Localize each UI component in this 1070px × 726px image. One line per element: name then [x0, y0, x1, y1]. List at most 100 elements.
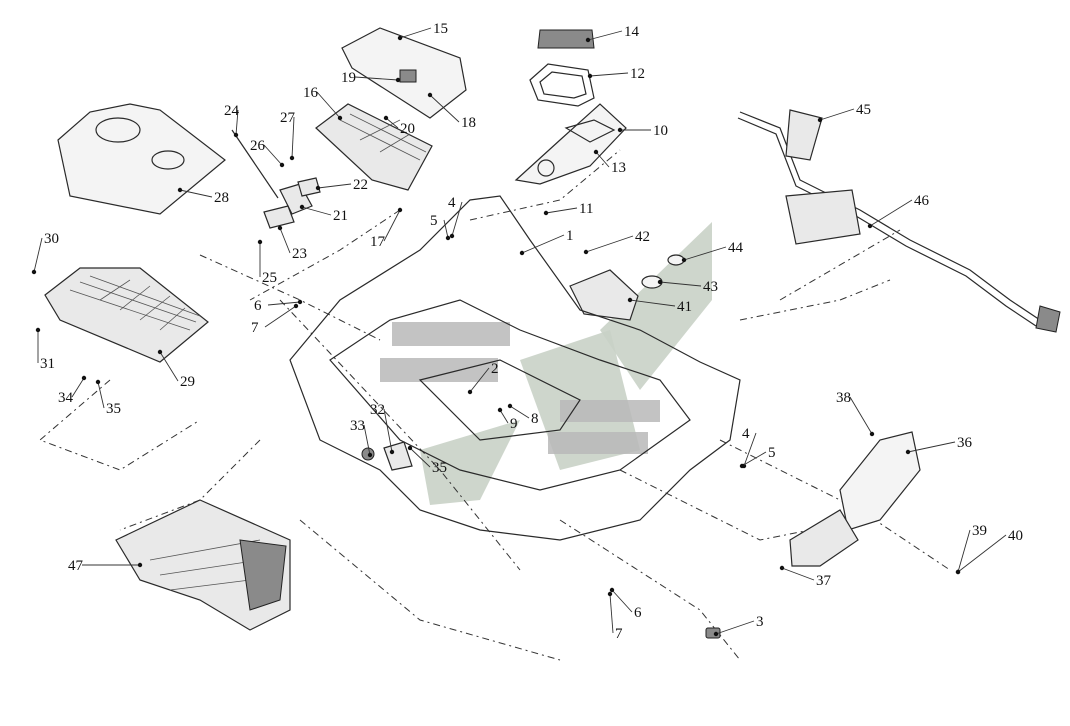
- callout-c17: 17: [370, 207, 403, 250]
- leader-line: [263, 144, 283, 166]
- leader-line: [585, 235, 634, 253]
- callout-c37: 37: [779, 565, 832, 589]
- fastener-dot: [657, 279, 663, 285]
- callout-label: 8: [531, 411, 539, 427]
- fastener-dot: [587, 73, 593, 79]
- leader-line: [429, 94, 460, 123]
- part-12-frame: [529, 63, 595, 107]
- leader-line: [97, 381, 105, 409]
- callout-c27: 27: [280, 110, 296, 161]
- leader-line: [611, 589, 633, 613]
- callout-label: 24: [224, 103, 240, 119]
- fastener-dot: [449, 233, 455, 239]
- callout-label: 45: [856, 102, 871, 118]
- callout-c30: 30: [31, 231, 59, 275]
- callout-c26: 26: [250, 138, 285, 168]
- callout-c38: 38: [836, 390, 875, 437]
- part-16-tray: [315, 103, 433, 191]
- fastener-dot: [955, 569, 961, 575]
- callout-label: 12: [630, 66, 645, 82]
- callout-label: 31: [40, 356, 55, 372]
- fastener-dot: [905, 449, 911, 455]
- callout-c5b: 5: [739, 445, 776, 469]
- callout-c7a: 7: [251, 303, 299, 336]
- fastener-dot: [583, 249, 589, 255]
- leader-line: [509, 405, 530, 419]
- callout-c40: 40: [955, 528, 1023, 575]
- leader-line: [301, 206, 332, 216]
- part-21-bracket: [231, 129, 321, 229]
- callout-c7b: 7: [607, 591, 623, 642]
- leader-line: [819, 108, 855, 121]
- callout-label: 5: [430, 213, 438, 229]
- callout-c33: 33: [350, 418, 373, 458]
- leader-line: [316, 91, 341, 119]
- callout-label: 30: [44, 231, 59, 247]
- callout-c32: 32: [370, 402, 395, 455]
- callout-label: 29: [180, 374, 195, 390]
- callout-label: 5: [768, 445, 776, 461]
- fastener-dot: [395, 77, 401, 83]
- fastener-dot: [867, 223, 873, 229]
- callout-label: 6: [634, 605, 642, 621]
- callout-label: 36: [957, 435, 973, 451]
- callout-c5a: 5: [430, 213, 451, 241]
- callout-label: 21: [333, 208, 348, 224]
- callout-label: 47: [68, 558, 84, 574]
- callout-label: 27: [280, 110, 296, 126]
- part-28-rear-cover: [57, 103, 226, 215]
- callout-label: 17: [370, 234, 386, 250]
- callout-label: 16: [303, 85, 319, 101]
- leader-line: [743, 432, 757, 467]
- leader-line: [957, 529, 971, 573]
- callout-label: 10: [653, 123, 668, 139]
- callout-label: 38: [836, 390, 851, 406]
- callout-c15: 15: [397, 21, 448, 41]
- callout-label: 7: [251, 320, 259, 336]
- part-29-tray: [44, 267, 209, 363]
- callout-c45: 45: [817, 102, 871, 123]
- fastener-dot: [817, 117, 823, 123]
- fastener-dot: [35, 327, 41, 333]
- leader-line: [659, 281, 702, 287]
- fastener-dot: [397, 207, 403, 213]
- part-14-boot: [537, 29, 595, 49]
- fastener-dot: [519, 250, 525, 256]
- watermark-logo: [380, 222, 712, 505]
- callout-c6a: 6: [254, 298, 303, 314]
- callout-c1: 1: [519, 228, 574, 256]
- leader-line: [159, 351, 179, 382]
- fastener-dot: [277, 225, 283, 231]
- leader-line: [71, 377, 85, 398]
- fastener-dot: [383, 115, 389, 121]
- leader-line: [849, 396, 873, 435]
- leader-line: [469, 367, 490, 393]
- fastener-dot: [407, 445, 413, 451]
- fastener-dot: [177, 187, 183, 193]
- callout-c39: 39: [955, 523, 987, 575]
- callout-c25: 25: [257, 239, 277, 286]
- callout-label: 1: [566, 228, 574, 244]
- callout-c24: 24: [224, 103, 240, 138]
- leader-line: [629, 299, 676, 307]
- leader-line: [683, 246, 727, 261]
- leader-line: [907, 441, 956, 453]
- callout-label: 13: [611, 160, 626, 176]
- callout-c3: 3: [713, 614, 764, 637]
- callout-label: 2: [491, 361, 499, 377]
- callout-c42: 42: [583, 229, 650, 255]
- fastener-dot: [297, 299, 303, 305]
- fastener-dot: [617, 127, 623, 133]
- leader-line: [443, 219, 449, 239]
- leader-line: [781, 567, 815, 581]
- callout-label: 37: [816, 573, 832, 589]
- callout-label: 23: [292, 246, 307, 262]
- leader-line: [869, 199, 913, 227]
- callout-label: 4: [448, 195, 456, 211]
- leader-line: [235, 109, 239, 136]
- fastener-dot: [293, 303, 299, 309]
- fastener-dot: [593, 149, 599, 155]
- callout-c18: 18: [427, 92, 476, 131]
- leader-line: [317, 183, 352, 189]
- callout-c29: 29: [157, 349, 195, 390]
